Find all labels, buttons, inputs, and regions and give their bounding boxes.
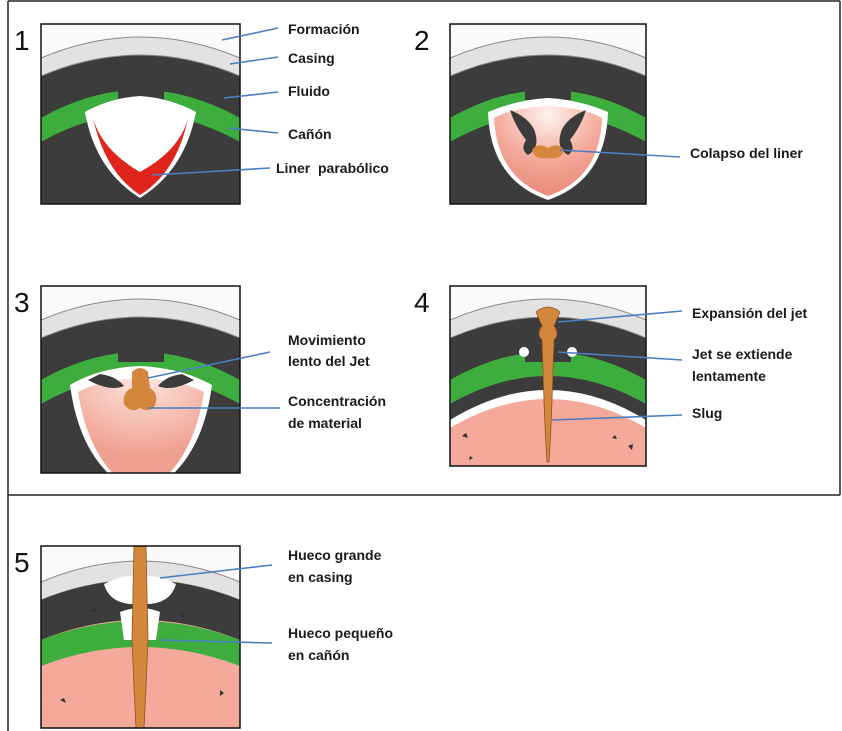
label-hueco-pequeno: Hueco pequeño	[288, 625, 393, 641]
panel-number: 3	[14, 287, 30, 318]
label-jet-se-extiende: Jet se extiende	[692, 346, 793, 362]
label-colapso-del-liner: Colapso del liner	[690, 145, 803, 161]
label-lentamente: lentamente	[692, 368, 766, 384]
label-lento-del-jet: lento del Jet	[288, 353, 370, 369]
panel-number: 4	[414, 287, 430, 318]
label-liner-parabolico: Liner parabólico	[276, 160, 389, 176]
label-concentracion: Concentración	[288, 393, 386, 409]
label-casing: Casing	[288, 50, 335, 66]
label-formacion: Formación	[288, 21, 360, 37]
label-hueco-grande: Hueco grande	[288, 547, 382, 563]
label-expansion-del-jet: Expansión del jet	[692, 305, 807, 321]
panel-number: 2	[414, 25, 430, 56]
panel-4: 4 Expansión del jet Jet se extiende lent…	[414, 286, 807, 466]
panel-number: 1	[14, 25, 30, 56]
panel-number: 5	[14, 547, 30, 578]
label-en-casing: en casing	[288, 569, 353, 585]
label-en-canon: en cañón	[288, 647, 349, 663]
label-movimiento: Movimiento	[288, 332, 366, 348]
panel-3: 3 Movimiento lento del Jet Concentración…	[14, 286, 386, 475]
label-de-material: de material	[288, 415, 362, 431]
panel-5: 5 Hueco grande en casing Hueco pequeño e…	[14, 546, 393, 728]
label-canon: Cañón	[288, 126, 332, 142]
panel-1: 1 Formación Casing Fluido Cañón Liner pa…	[14, 21, 389, 204]
label-slug: Slug	[692, 405, 722, 421]
panel-2: 2 Colapso del liner	[414, 24, 803, 204]
label-fluido: Fluido	[288, 83, 330, 99]
